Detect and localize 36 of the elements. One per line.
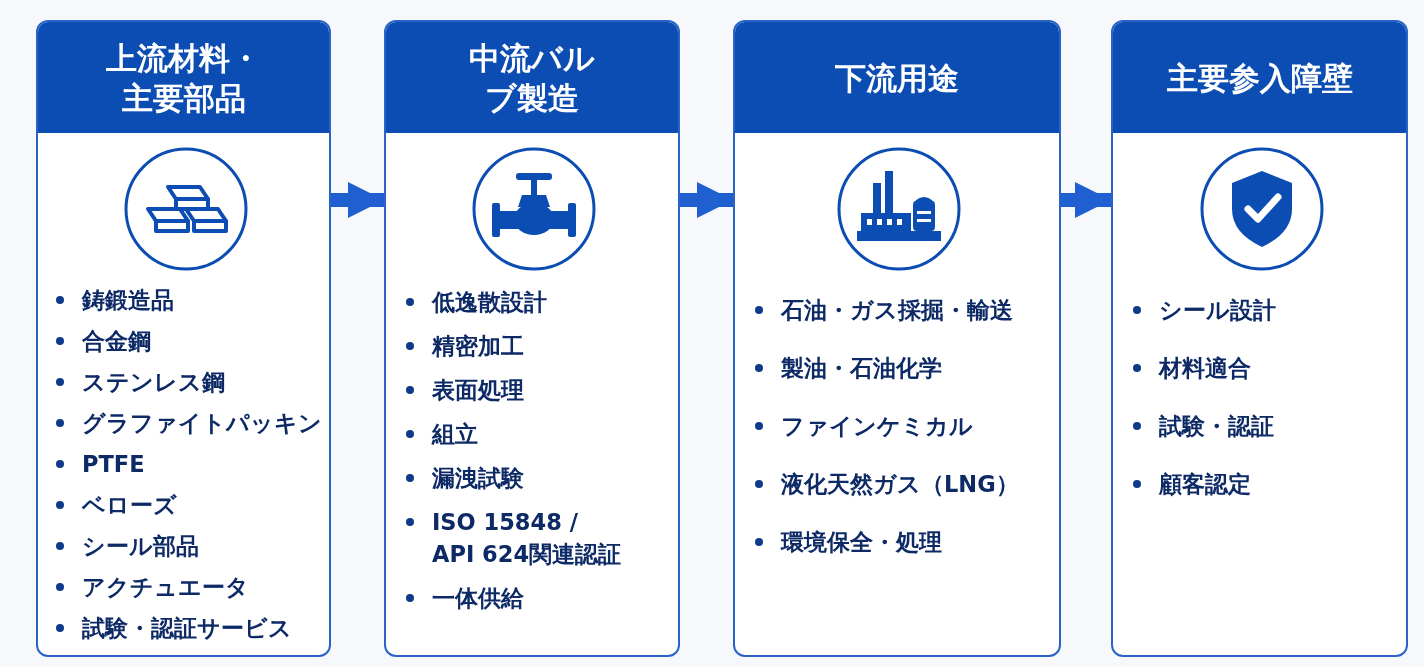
list-item: 環境保全・処理 (781, 528, 943, 557)
process-card (36, 20, 331, 657)
list-item: グラファイトパッキン (82, 409, 323, 438)
list-item: ベローズ (82, 491, 178, 520)
list-item: アクチュエータ (82, 573, 250, 602)
arrow (1061, 181, 1111, 219)
arrow (331, 181, 384, 219)
process-card (1111, 20, 1408, 657)
list-item: 合金鋼 (82, 327, 152, 356)
list-item: 試験・認証 (1159, 412, 1275, 441)
list-item: PTFE (82, 450, 146, 479)
card-header: 主要参入障壁 (1113, 22, 1406, 133)
process-card (733, 20, 1061, 657)
list-item: ステンレス鋼 (82, 368, 226, 397)
list-item: 材料適合 (1159, 354, 1252, 383)
arrow (680, 181, 733, 219)
list-item: 液化天然ガス（LNG） (781, 470, 1020, 499)
process-card (384, 20, 680, 657)
list-item: 漏洩試験 (432, 464, 525, 493)
list-item: 石油・ガス採掘・輸送 (781, 296, 1014, 325)
card-header: 中流バルブ製造 (386, 22, 678, 133)
card-header: 上流材料・主要部品 (38, 22, 329, 133)
list-item: 表面処理 (432, 376, 525, 405)
card-header: 下流用途 (735, 22, 1059, 133)
list-item: 製油・石油化学 (781, 354, 943, 383)
list-item: 一体供給 (432, 584, 525, 613)
list-item: 低逸散設計 (432, 288, 548, 317)
list-item: 顧客認定 (1159, 470, 1252, 499)
list-item: 組立 (432, 420, 479, 449)
list-item: シール設計 (1159, 296, 1277, 325)
list-item: ISO 15848 / API 624関連認証 (432, 508, 623, 569)
list-item: 鋳鍛造品 (82, 286, 175, 315)
list-item: 試験・認証サービス (82, 614, 293, 643)
list-item: 精密加工 (432, 332, 525, 361)
list-item: ファインケミカル (781, 412, 974, 441)
list-item: シール部品 (82, 532, 200, 561)
